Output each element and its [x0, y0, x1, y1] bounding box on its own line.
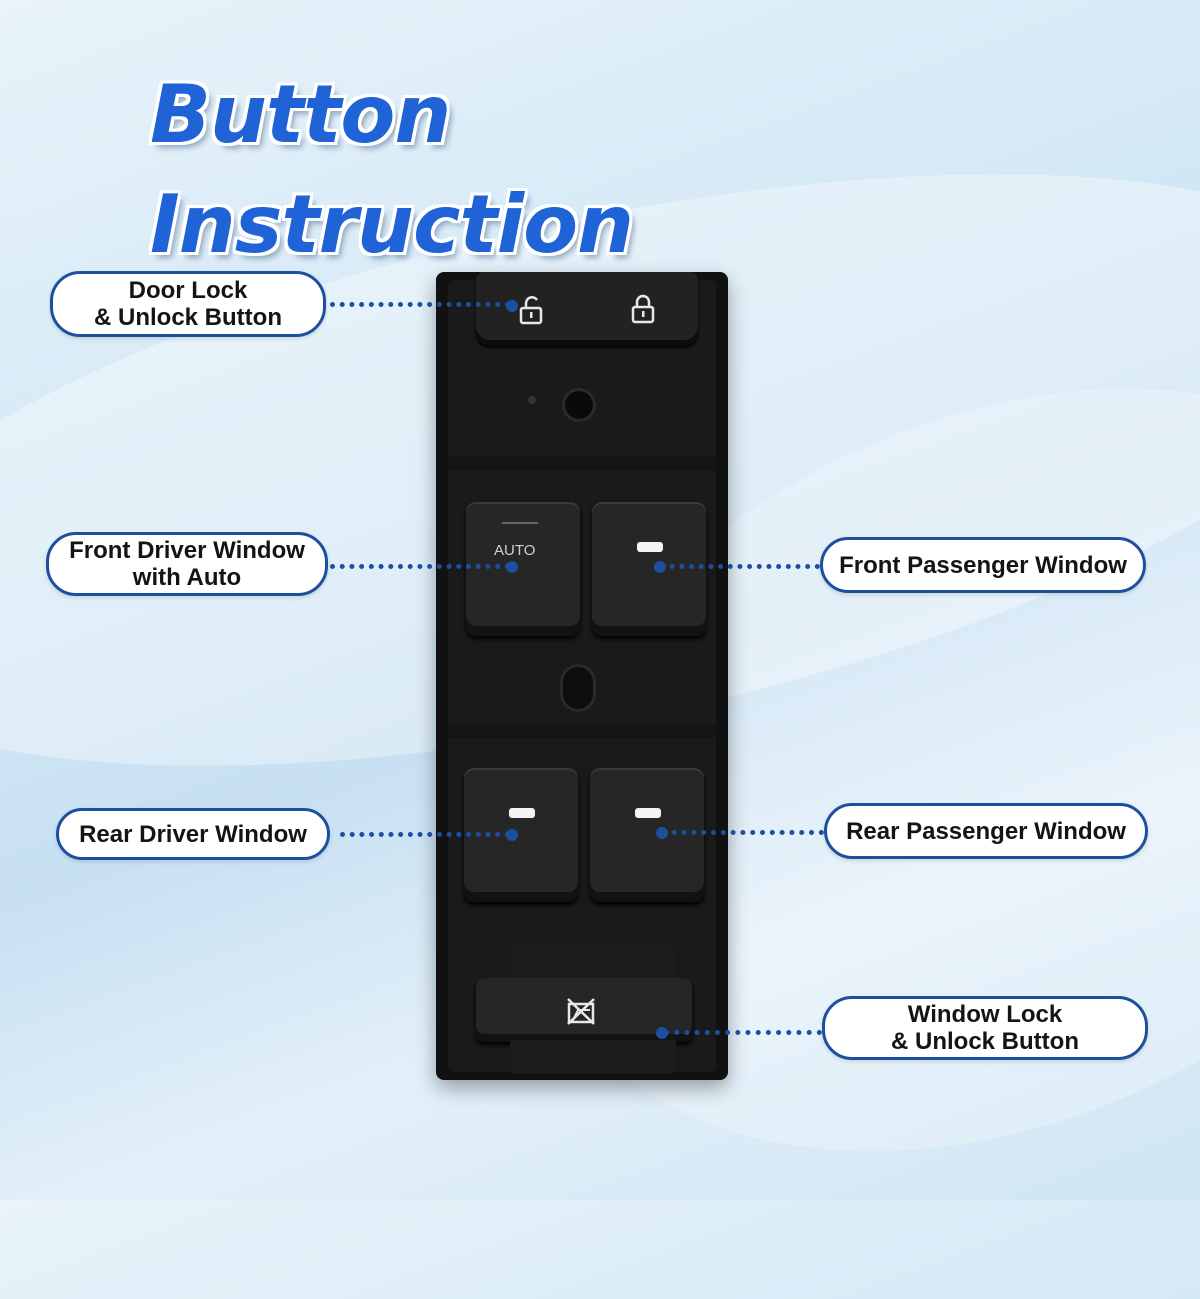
label-rear-passenger: Rear Passenger Window	[824, 803, 1148, 859]
leader-line	[660, 564, 820, 569]
leader-line	[340, 832, 510, 837]
button-indicator	[637, 542, 663, 552]
leader-endpoint	[656, 827, 668, 839]
leader-line	[330, 564, 510, 569]
leader-endpoint	[506, 300, 518, 312]
label-front-driver: Front Driver Window with Auto	[46, 532, 328, 596]
leader-endpoint	[656, 1027, 668, 1039]
label-front-passenger: Front Passenger Window	[820, 537, 1146, 593]
label-text: Front Driver Window with Auto	[69, 537, 305, 591]
leader-endpoint	[506, 829, 518, 841]
unlock-icon	[519, 296, 543, 325]
front-driver-window-button[interactable]: AUTO	[466, 502, 580, 636]
label-text: Front Passenger Window	[839, 551, 1127, 579]
indicator-led	[528, 396, 536, 404]
leader-line	[662, 830, 824, 835]
leader-endpoint	[654, 561, 666, 573]
label-text: Rear Driver Window	[79, 820, 307, 848]
button-indicator	[635, 808, 661, 818]
center-knob	[560, 664, 596, 712]
auto-label: AUTO	[494, 542, 536, 559]
lock-icon	[631, 294, 655, 324]
label-text: Window Lock & Unlock Button	[891, 1001, 1079, 1055]
label-door-lock: Door Lock & Unlock Button	[50, 271, 326, 337]
leader-line	[330, 302, 510, 307]
leader-line	[664, 1030, 822, 1035]
label-text: Door Lock & Unlock Button	[94, 277, 282, 331]
page-title: Button Instruction	[150, 68, 634, 271]
auto-line	[502, 522, 538, 524]
label-window-lock: Window Lock & Unlock Button	[822, 996, 1148, 1060]
front-passenger-window-button[interactable]	[592, 502, 706, 636]
leader-endpoint	[506, 561, 518, 573]
window-lock-base	[510, 1040, 676, 1074]
mirror-knob[interactable]	[562, 388, 596, 422]
window-lock-icon	[567, 998, 595, 1025]
divider	[448, 724, 716, 738]
divider	[448, 456, 716, 470]
rear-passenger-window-button[interactable]	[590, 768, 704, 902]
label-text: Rear Passenger Window	[846, 817, 1126, 845]
label-rear-driver: Rear Driver Window	[56, 808, 330, 860]
button-indicator	[509, 808, 535, 818]
